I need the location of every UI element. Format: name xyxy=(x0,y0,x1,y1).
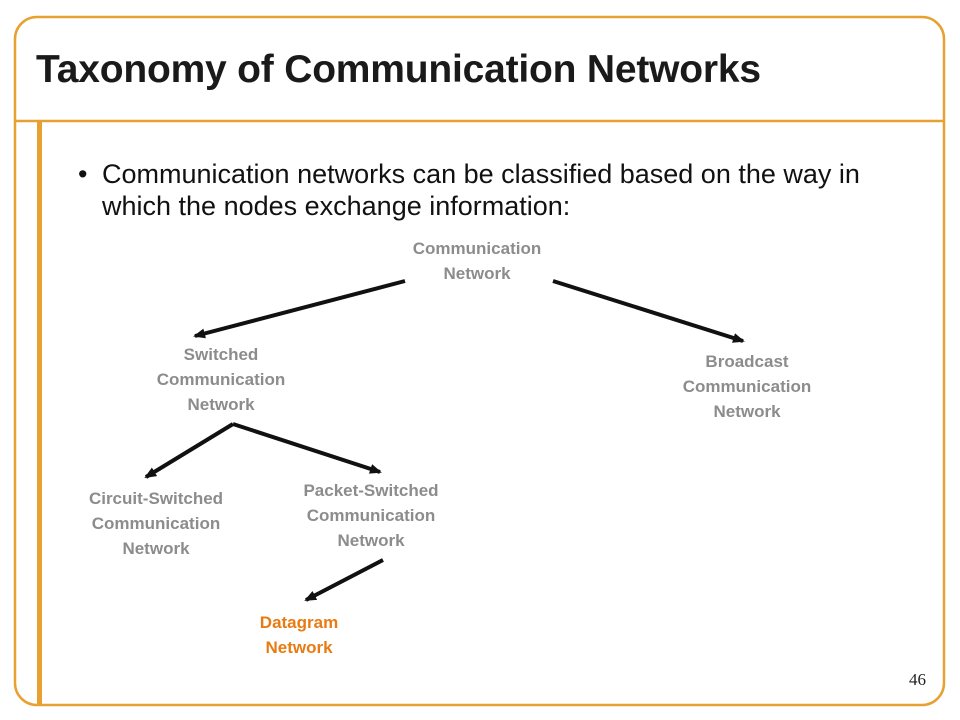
node-label-line: Network xyxy=(187,395,255,414)
frame-border xyxy=(13,15,946,707)
node-label-line: Network xyxy=(713,402,781,421)
node-label-line: Communication xyxy=(306,506,436,525)
edge-packet-to-datagram xyxy=(304,558,384,602)
node-label-line: Network xyxy=(337,531,405,550)
node-label-line: Broadcast xyxy=(705,352,789,371)
edge-switched-to-circuit xyxy=(144,422,235,479)
node-label-line: Network xyxy=(265,638,333,657)
bullet-text: Communication networks can be classified… xyxy=(102,159,860,221)
node-packet-switched-communication-network: Packet-Switched Communication Network xyxy=(303,478,438,553)
node-circuit-switched-communication-network: Circuit-Switched Communication Network xyxy=(89,486,223,561)
node-label-line: Communication xyxy=(156,370,286,389)
node-label-line: Network xyxy=(443,264,511,283)
bullet-dot-icon: • xyxy=(78,159,88,189)
node-datagram-network: Datagram Network xyxy=(260,610,338,660)
node-label-line: Datagram xyxy=(259,613,339,632)
node-label-line: Circuit-Switched xyxy=(88,489,224,508)
edge-root-to-switched xyxy=(193,279,406,339)
left-accent-bar xyxy=(37,121,42,705)
node-label-line: Communication xyxy=(682,377,812,396)
slide-title: Taxonomy of Communication Networks xyxy=(36,48,761,91)
node-communication-network: Communication Network xyxy=(413,236,541,286)
node-label-line: Packet-Switched xyxy=(303,481,439,500)
node-label-line: Network xyxy=(122,539,190,558)
node-switched-communication-network: Switched Communication Network xyxy=(157,342,285,417)
edge-root-to-broadcast xyxy=(552,279,745,343)
node-label-line: Switched xyxy=(183,345,259,364)
node-broadcast-communication-network: Broadcast Communication Network xyxy=(683,349,811,424)
bullet-point: • Communication networks can be classifi… xyxy=(78,158,868,222)
page-number: 46 xyxy=(909,670,926,689)
node-label-line: Communication xyxy=(91,514,221,533)
node-label-line: Communication xyxy=(412,239,542,258)
edge-switched-to-packet xyxy=(232,422,382,474)
